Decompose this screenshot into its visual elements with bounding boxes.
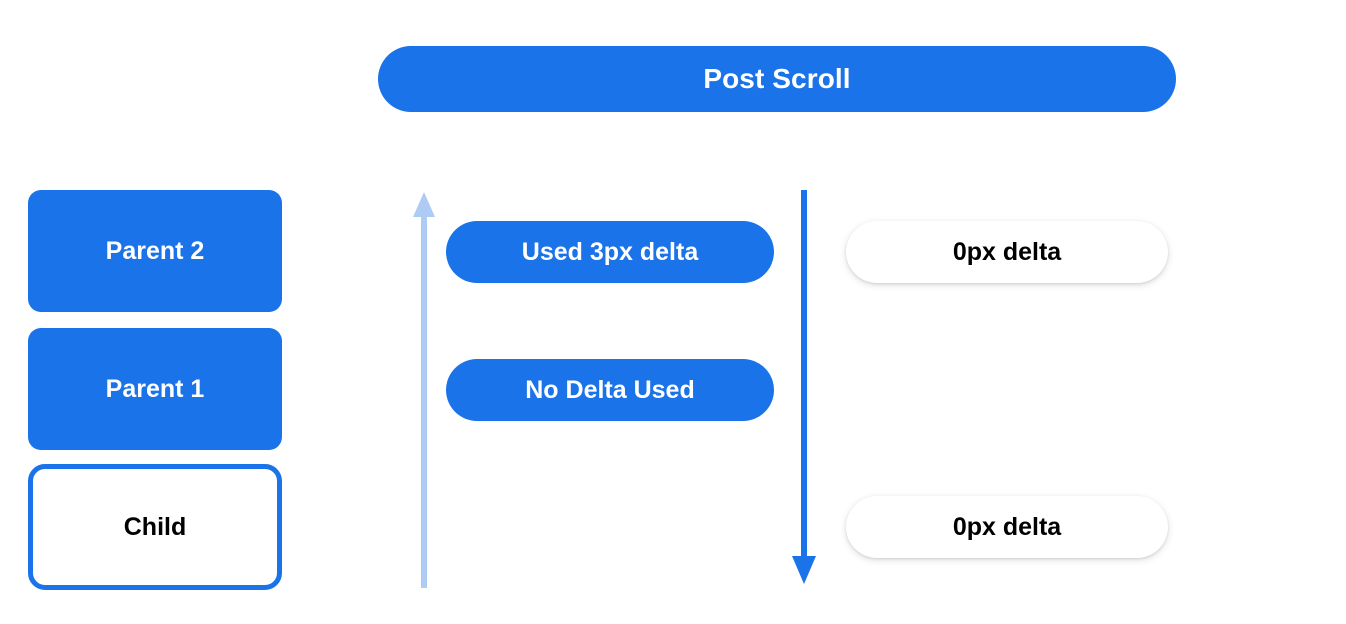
post-scroll-header: Post Scroll — [378, 46, 1176, 112]
bubble-up-arrow-icon — [413, 192, 435, 588]
pill-no-delta-used: No Delta Used — [446, 359, 774, 421]
pill-remaining-delta-bottom: 0px delta — [846, 496, 1168, 558]
pill-remaining-delta-top: 0px delta — [846, 221, 1168, 283]
scroll-down-arrow-icon — [792, 190, 816, 584]
pill-used-3px-delta: Used 3px delta — [446, 221, 774, 283]
node-parent-2: Parent 2 — [28, 190, 282, 312]
node-child: Child — [28, 464, 282, 590]
node-parent-1: Parent 1 — [28, 328, 282, 450]
